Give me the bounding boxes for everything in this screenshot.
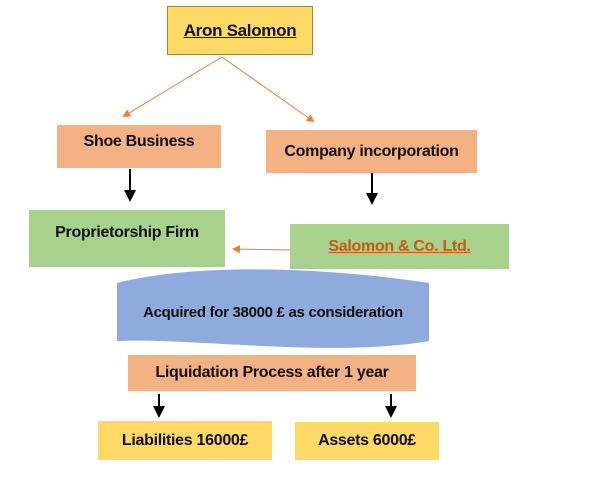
proprietorship-firm-label: Proprietorship Firm [55, 224, 199, 241]
acquired-banner-shape [117, 269, 429, 348]
assets-node: Assets 6000£ [295, 422, 439, 460]
arrow-root-to-shoe [122, 56, 223, 118]
root-node: Aron Salomon [167, 6, 313, 55]
liabilities-label: Liabilities 16000£ [121, 431, 249, 449]
arrow-salomon-to-firm [232, 245, 291, 254]
acquired-label: Acquired for 38000 £ as consideration [143, 303, 403, 321]
root-label: Aron Salomon [183, 20, 297, 40]
liquidation-node: Liquidation Process after 1 year [128, 355, 416, 391]
company-incorporation-label: Company incorporation [284, 142, 459, 160]
assets-label: Assets 6000£ [318, 432, 416, 449]
proprietorship-firm-node: Proprietorship Firm [29, 210, 225, 267]
salomon-co-label: Salomon & Co. Ltd. [328, 237, 471, 255]
acquired-banner: Acquired for 38000 £ as consideration [117, 290, 429, 334]
arrow-root-to-company [221, 56, 315, 123]
shoe-business-node: Shoe Business [57, 125, 221, 168]
liabilities-node: Liabilities 16000£ [98, 421, 272, 460]
company-incorporation-node: Company incorporation [266, 130, 477, 173]
salomon-co-node: Salomon & Co. Ltd. [290, 224, 509, 269]
liquidation-label: Liquidation Process after 1 year [155, 364, 389, 381]
shoe-business-label: Shoe Business [83, 133, 195, 150]
